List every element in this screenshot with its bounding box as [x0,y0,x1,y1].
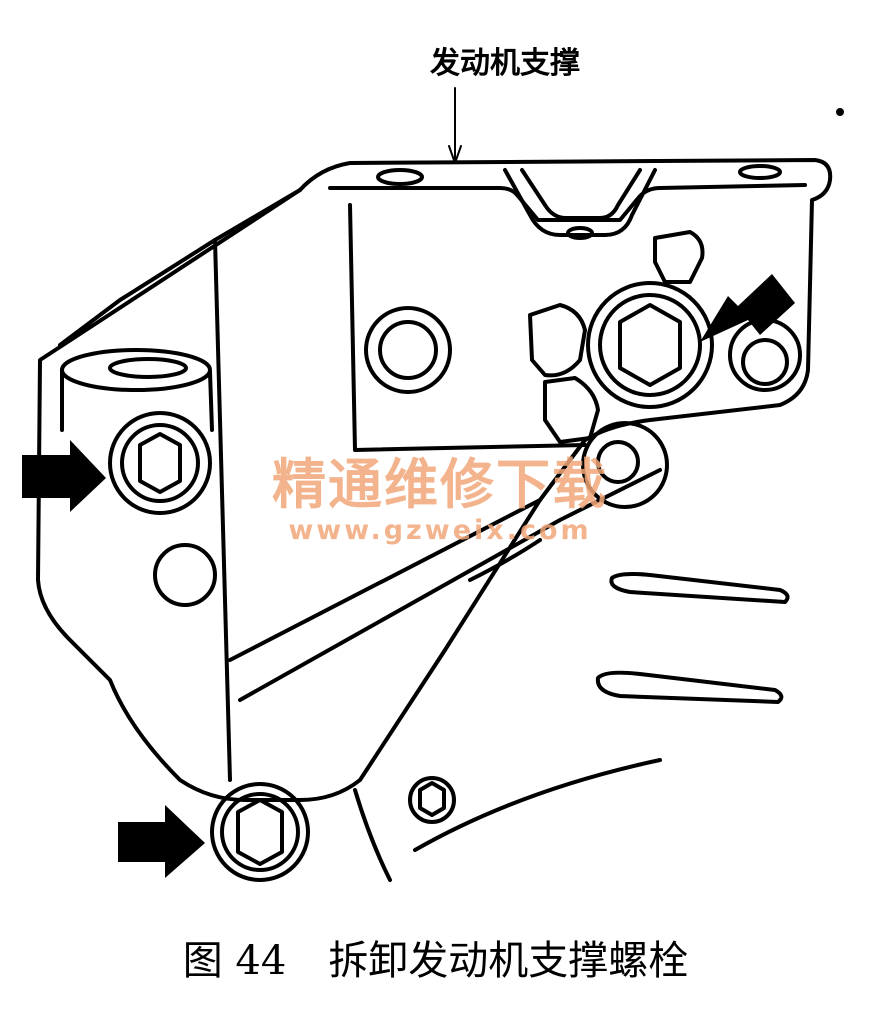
label-leader-line [448,87,462,164]
left-lower-hole [153,543,217,607]
figure-number: 图 44 [182,938,287,984]
figure-caption: 图 44 拆卸发动机支撑螺栓 [0,928,871,986]
center-hole [364,306,452,394]
lower-small-bolt [408,776,456,824]
left-mount-bolt [108,411,212,515]
right-bolt-arrow-icon [700,274,795,342]
right-mount-bolt [586,281,714,409]
left-bolt-arrow-icon [22,440,106,512]
engine-mount-bracket-outline [36,158,833,802]
bottom-bolt-arrow-icon [118,805,205,878]
figure-title: 拆卸发动机支撑螺栓 [328,938,689,984]
left-boss [60,348,214,432]
engine-support-label: 发动机支撑 [430,46,580,81]
bottom-mount-bolt [210,782,310,882]
right-small-hole [728,318,802,392]
lower-center-hole [581,421,669,509]
